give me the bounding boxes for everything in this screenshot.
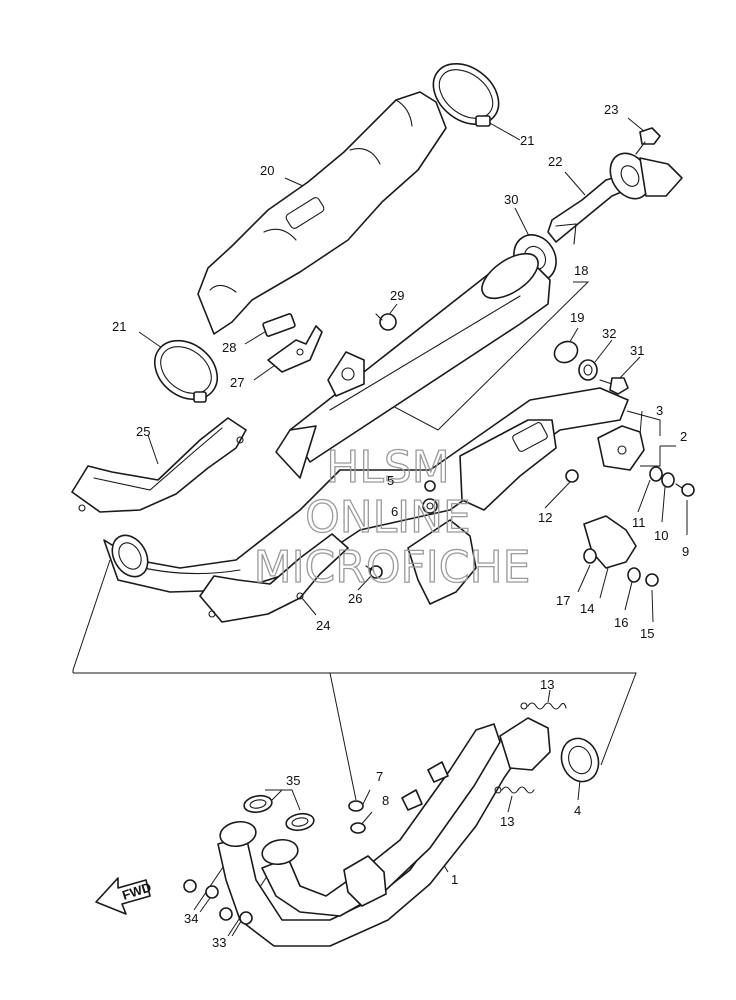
watermark-line-2: ONLINE xyxy=(305,492,471,543)
gasket-clamp-left xyxy=(111,534,149,578)
side-plate xyxy=(407,419,557,605)
protector-24 xyxy=(199,533,349,623)
damper-28 xyxy=(262,313,296,337)
callout-13a: 13 xyxy=(540,677,554,692)
callout-6: 6 xyxy=(391,504,398,519)
callout-31: 31 xyxy=(630,343,644,358)
bracket-3 xyxy=(597,425,645,471)
callout-23: 23 xyxy=(604,102,618,117)
callout-3: 3 xyxy=(656,403,663,418)
nuts-33 xyxy=(219,907,253,925)
collar-6 xyxy=(422,498,438,514)
protector-25 xyxy=(71,417,247,513)
collar-19 xyxy=(553,340,579,364)
band-21-upper xyxy=(432,63,500,127)
callout-1: 1 xyxy=(451,872,458,887)
callout-25: 25 xyxy=(136,424,150,439)
collar-7 xyxy=(348,800,364,812)
callout-10: 10 xyxy=(654,528,668,543)
callout-7: 7 xyxy=(376,769,383,784)
callout-22: 22 xyxy=(548,154,562,169)
callout-26: 26 xyxy=(348,591,362,606)
nuts-34 xyxy=(183,879,219,899)
callout-16: 16 xyxy=(614,615,628,630)
bolt-9 xyxy=(675,483,695,497)
bolt-31 xyxy=(599,377,629,395)
callout-11: 11 xyxy=(632,515,646,530)
callout-2: 2 xyxy=(680,429,687,444)
callout-5: 5 xyxy=(387,473,394,488)
callout-32: 32 xyxy=(602,326,616,341)
callout-17: 17 xyxy=(556,593,570,608)
watermark-line-3: MICROFICHE xyxy=(254,542,531,593)
washer-10 xyxy=(661,472,675,488)
callout-21b: 21 xyxy=(112,319,126,334)
callout-13b: 13 xyxy=(500,814,514,829)
muffler-body xyxy=(275,252,551,479)
callout-4: 4 xyxy=(574,803,581,818)
band-21-lower xyxy=(153,339,219,403)
callout-24: 24 xyxy=(316,618,330,633)
washer-11 xyxy=(649,466,663,482)
callout-14: 14 xyxy=(580,601,594,616)
callout-28: 28 xyxy=(222,340,236,355)
gaskets-35 xyxy=(243,794,315,832)
callout-15: 15 xyxy=(640,626,654,641)
callout-35: 35 xyxy=(286,773,300,788)
callout-30: 30 xyxy=(504,192,518,207)
collar-8 xyxy=(350,822,366,834)
nut-17 xyxy=(583,548,597,564)
watermark: HLSM ONLINE MICROFICHE xyxy=(253,441,531,593)
watermark-line-1: HLSM xyxy=(326,442,450,493)
bolt-23 xyxy=(635,127,661,155)
gasket-4 xyxy=(560,737,600,783)
bolt-29 xyxy=(375,313,397,331)
callout-19: 19 xyxy=(570,310,584,325)
callout-27: 27 xyxy=(230,375,244,390)
spring-13-upper xyxy=(520,702,567,710)
tailpipe-22 xyxy=(547,152,683,245)
callout-8: 8 xyxy=(382,793,389,808)
callout-labels: 1 2 3 4 5 6 7 8 9 10 11 12 13 13 14 15 1… xyxy=(112,102,689,950)
callout-33: 33 xyxy=(212,935,226,950)
forward-arrow-icon: FWD xyxy=(95,877,153,915)
bolt-5 xyxy=(424,480,436,492)
callout-21a: 21 xyxy=(520,133,534,148)
bracket-27 xyxy=(267,325,323,373)
callout-12: 12 xyxy=(538,510,552,525)
callout-29: 29 xyxy=(390,288,404,303)
muffler-mount xyxy=(327,351,365,397)
heat-protector-20 xyxy=(197,91,447,335)
bolt-15 xyxy=(645,573,659,587)
callout-18: 18 xyxy=(574,263,588,278)
callout-20: 20 xyxy=(260,163,274,178)
callout-34: 34 xyxy=(184,911,198,926)
washer-32 xyxy=(578,359,598,381)
washer-16 xyxy=(627,567,641,583)
exhaust-header-1 xyxy=(217,717,551,947)
bolt-26 xyxy=(365,565,383,579)
nut-12 xyxy=(565,469,579,483)
callout-9: 9 xyxy=(682,544,689,559)
spring-13-lower xyxy=(494,786,535,794)
